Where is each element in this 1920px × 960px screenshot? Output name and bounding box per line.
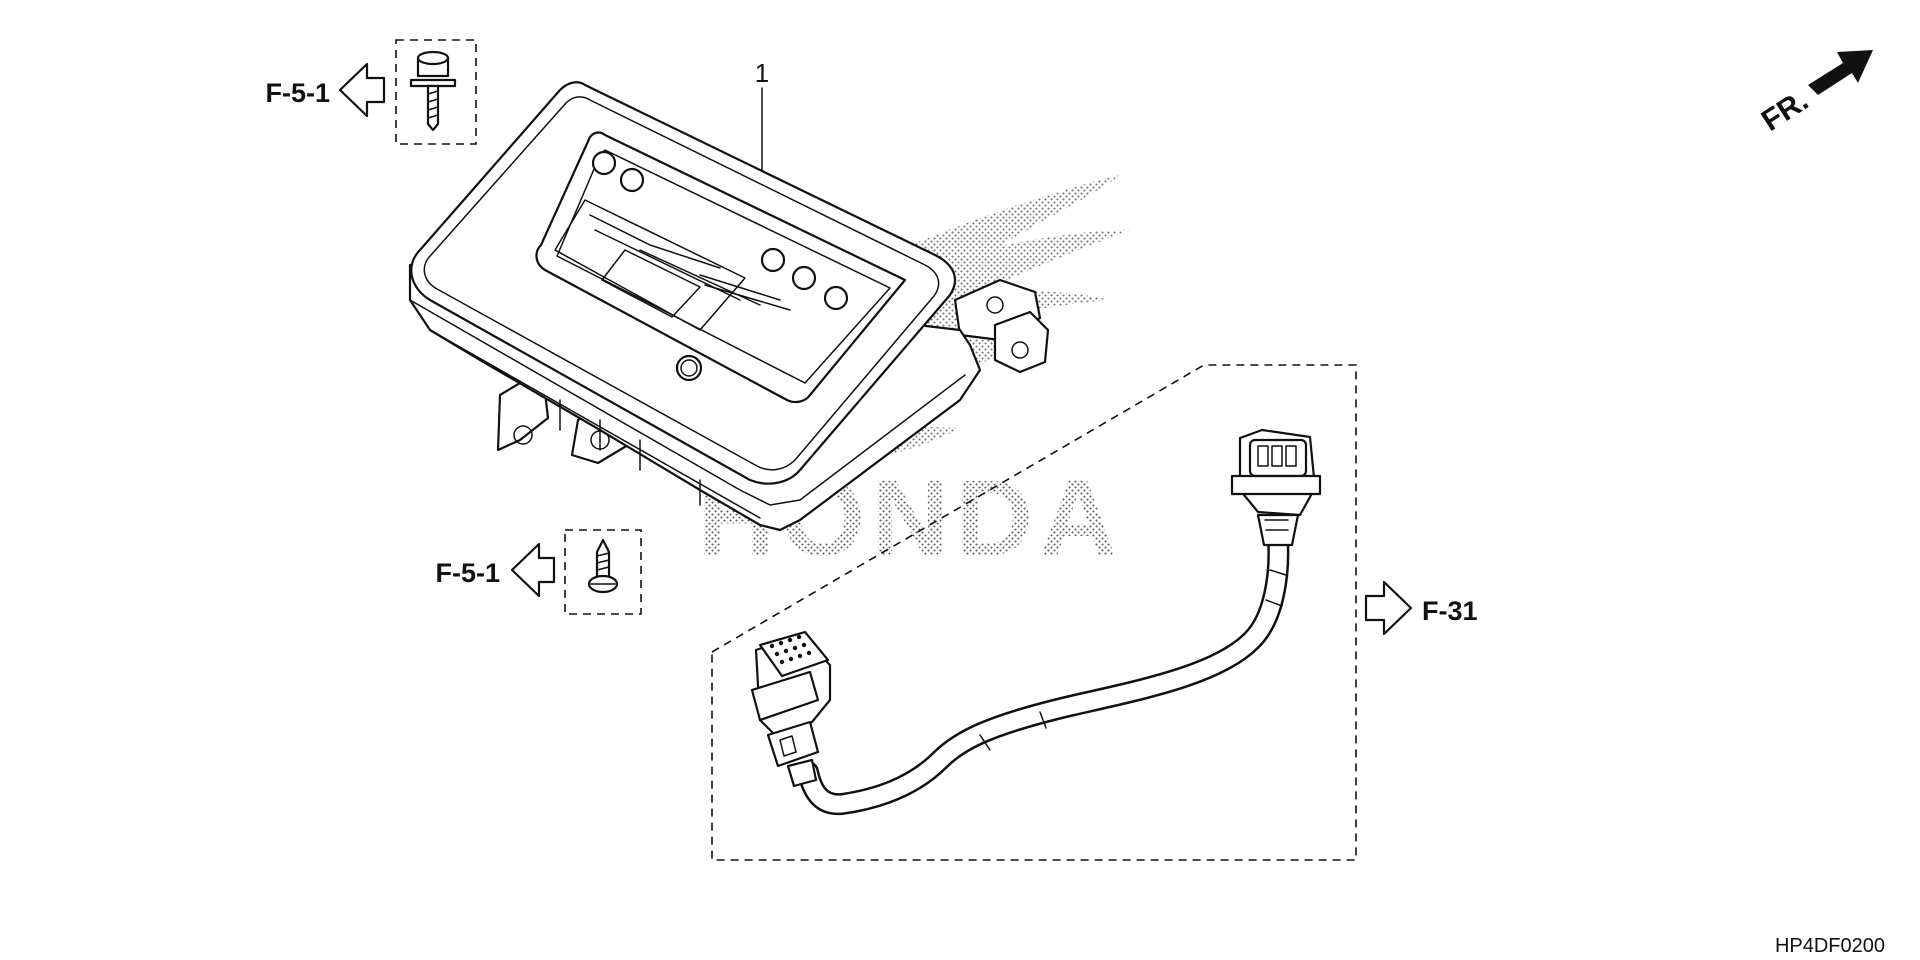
part-callout-1: 1: [755, 58, 769, 171]
svg-text:1: 1: [755, 58, 769, 88]
bolt-fastener-top[interactable]: [395, 39, 477, 145]
screw-fastener-mid[interactable]: [564, 529, 642, 615]
ref-arrow-top-left[interactable]: F-5-1: [265, 62, 386, 118]
meter-assembly[interactable]: [408, 81, 1050, 532]
ref-arrow-right[interactable]: F-31: [1364, 580, 1478, 636]
svg-text:FR.: FR.: [1756, 84, 1815, 138]
wire-harness-group[interactable]: [711, 364, 1357, 861]
connector-pin-grid: [769, 634, 812, 665]
diagram-code: HP4DF0200: [1775, 935, 1885, 957]
svg-text:F-5-1: F-5-1: [435, 558, 500, 588]
svg-text:F-31: F-31: [1422, 596, 1478, 626]
front-direction-indicator: FR.: [1756, 50, 1873, 138]
svg-text:F-5-1: F-5-1: [265, 78, 330, 108]
ref-arrow-mid-left[interactable]: F-5-1: [435, 542, 556, 598]
